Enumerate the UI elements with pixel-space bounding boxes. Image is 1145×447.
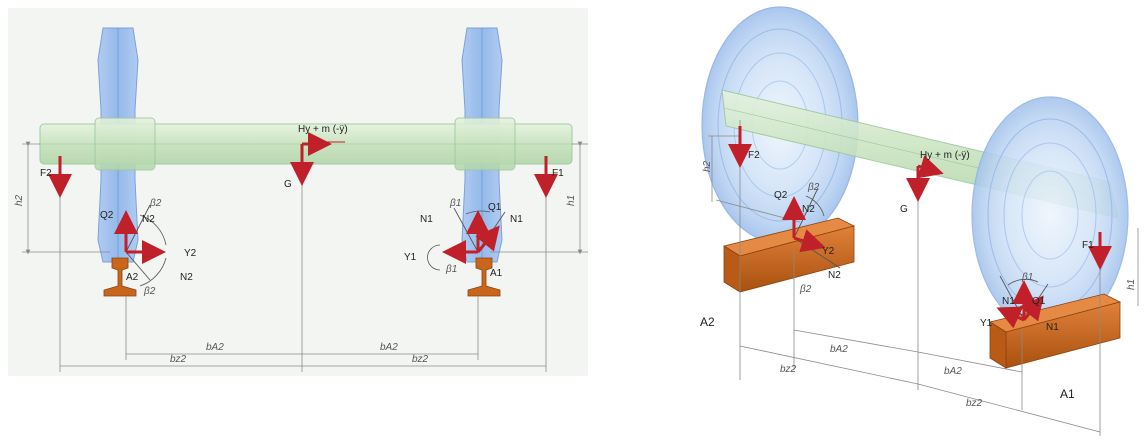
label-y2-3d: Y2 xyxy=(822,246,835,257)
front-view-svg: Hy + m (-ÿ) G F2 F1 h2 h1 Q2 N2 β2 Y2 N2… xyxy=(8,8,588,376)
label-ba2-left-3d: bA2 xyxy=(830,344,848,355)
force-hy-arrow-3d xyxy=(917,155,944,179)
label-a2: A2 xyxy=(126,272,139,283)
label-q2-3d: Q2 xyxy=(774,190,788,201)
label-h1-3d: h1 xyxy=(1126,279,1137,290)
label-n2-upper: N2 xyxy=(142,214,155,225)
label-f2-3d: F2 xyxy=(748,150,760,161)
label-y1: Y1 xyxy=(404,252,417,263)
label-beta2-lower: β2 xyxy=(143,286,156,297)
label-n1-right-3d: N1 xyxy=(1046,322,1059,333)
isometric-view-diagram: Hy + m (-ÿ) G F2 F1 h2 h1 Q2 N2 β2 Y2 N2… xyxy=(690,0,1145,442)
forces-3d xyxy=(728,126,1112,329)
label-beta1-upper: β1 xyxy=(449,198,461,209)
label-n1-left-3d: N1 xyxy=(1002,296,1015,307)
label-beta1-lower: β1 xyxy=(445,264,457,275)
force-n1-arrow xyxy=(475,225,500,253)
label-y2: Y2 xyxy=(184,248,197,259)
label-f2: F2 xyxy=(40,168,52,179)
label-ba2-right: bA2 xyxy=(380,342,398,353)
label-n1-right: N1 xyxy=(510,214,523,225)
label-a1: A1 xyxy=(490,268,503,279)
label-h2: h2 xyxy=(14,194,25,206)
label-n2-lower: N2 xyxy=(180,272,193,283)
force-y2-arrow-3d xyxy=(793,229,826,253)
left-rail xyxy=(103,257,137,297)
label-ba2-left: bA2 xyxy=(206,342,224,353)
force-n1-arrow-3d xyxy=(1019,295,1044,322)
label-n2-lower-3d: N2 xyxy=(828,270,841,281)
label-a1-3d: A1 xyxy=(1060,387,1075,401)
label-hy: Hy + m (-ÿ) xyxy=(298,124,348,135)
label-f1: F1 xyxy=(552,168,564,179)
label-g-3d: G xyxy=(900,204,908,215)
label-beta2-upper-3d: β2 xyxy=(807,182,820,193)
label-bz2-right: bz2 xyxy=(412,354,429,365)
label-y1-3d: Y1 xyxy=(980,318,993,329)
label-bz2-left: bz2 xyxy=(170,354,187,365)
label-bz2-left-3d: bz2 xyxy=(780,364,797,375)
label-n2-upper-3d: N2 xyxy=(802,204,815,215)
right-rail xyxy=(467,257,501,297)
label-q1: Q1 xyxy=(488,202,502,213)
labels: Hy + m (-ÿ) G F2 F1 h2 h1 Q2 N2 β2 Y2 N2… xyxy=(14,124,577,365)
dimension-lines xyxy=(22,141,588,372)
label-n1-left: N1 xyxy=(420,214,433,225)
labels-3d: Hy + m (-ÿ) G F2 F1 h2 h1 Q2 N2 β2 Y2 N2… xyxy=(700,150,1137,409)
isometric-view-svg: Hy + m (-ÿ) G F2 F1 h2 h1 Q2 N2 β2 Y2 N2… xyxy=(700,6,1139,436)
label-h1: h1 xyxy=(566,195,577,206)
label-beta2-lower-3d: β2 xyxy=(799,284,812,295)
label-beta2-upper: β2 xyxy=(149,198,162,209)
label-a2-3d: A2 xyxy=(700,315,715,329)
label-beta1-3d: β1 xyxy=(1021,272,1033,283)
front-view-diagram: Hy + m (-ÿ) G F2 F1 h2 h1 Q2 N2 β2 Y2 N2… xyxy=(0,0,600,400)
label-g: G xyxy=(284,179,292,190)
label-q1-3d: Q1 xyxy=(1032,296,1046,307)
label-bz2-right-3d: bz2 xyxy=(966,398,983,409)
label-h2-3d: h2 xyxy=(702,160,713,172)
label-f1-3d: F1 xyxy=(1082,240,1094,251)
forces xyxy=(48,132,558,264)
label-q2: Q2 xyxy=(100,210,114,221)
label-ba2-right-3d: bA2 xyxy=(944,366,962,377)
label-hy-3d: Hy + m (-ÿ) xyxy=(920,150,970,161)
